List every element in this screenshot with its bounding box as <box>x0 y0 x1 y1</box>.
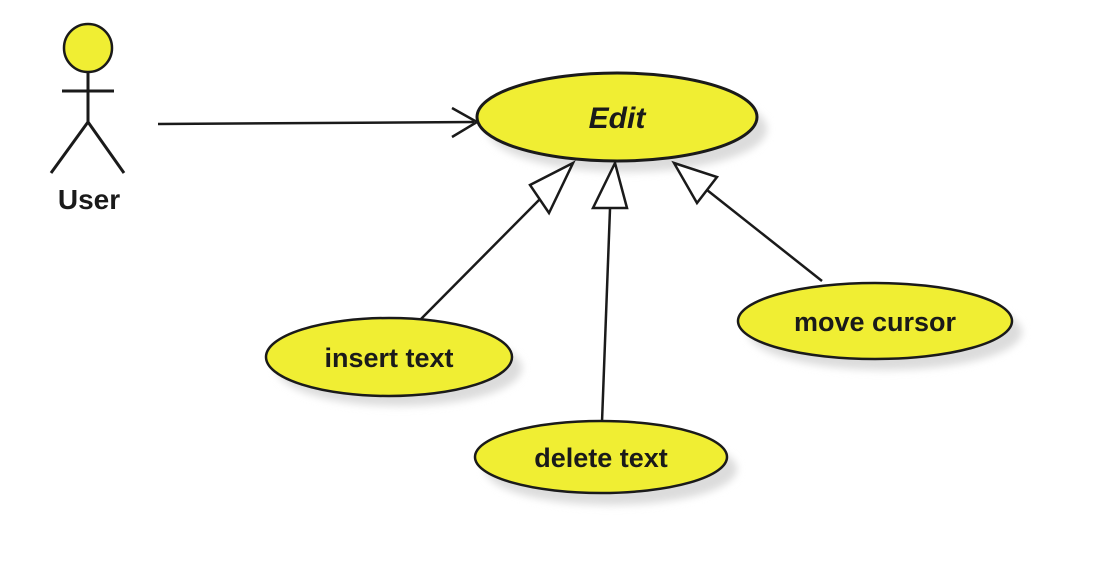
usecase-insert-text: insert text <box>264 316 514 398</box>
generalization-line <box>419 198 541 321</box>
usecase-label: insert text <box>324 343 453 373</box>
generalization-move-edit <box>671 160 823 282</box>
actor-leg-right <box>86 121 126 174</box>
usecase-move-cursor: move cursor <box>736 281 1014 361</box>
association-user-edit <box>157 106 480 139</box>
actor-leg-left <box>49 121 90 174</box>
usecase-label: Edit <box>589 102 648 135</box>
hollow-triangle-arrowhead-icon <box>671 160 720 206</box>
actor-user: User <box>49 22 126 215</box>
actor-head <box>62 22 114 74</box>
usecase-edit: Edit <box>475 71 759 163</box>
association-line <box>157 120 475 126</box>
usecase-label: delete text <box>534 443 668 473</box>
usecase-delete-text: delete text <box>473 419 729 495</box>
hollow-triangle-arrowhead-icon <box>590 159 629 210</box>
generalization-delete-edit <box>590 159 629 423</box>
generalization-insert-edit <box>419 160 576 321</box>
usecase-ellipse <box>475 71 759 163</box>
usecase-ellipse <box>264 316 514 398</box>
generalization-line <box>706 189 823 282</box>
hollow-triangle-arrowhead-icon <box>528 160 576 216</box>
usecase-ellipse <box>736 281 1014 361</box>
generalization-line <box>600 208 612 423</box>
actor-label: User <box>58 184 120 215</box>
usecase-label: move cursor <box>794 307 957 337</box>
usecase-ellipse <box>473 419 729 495</box>
